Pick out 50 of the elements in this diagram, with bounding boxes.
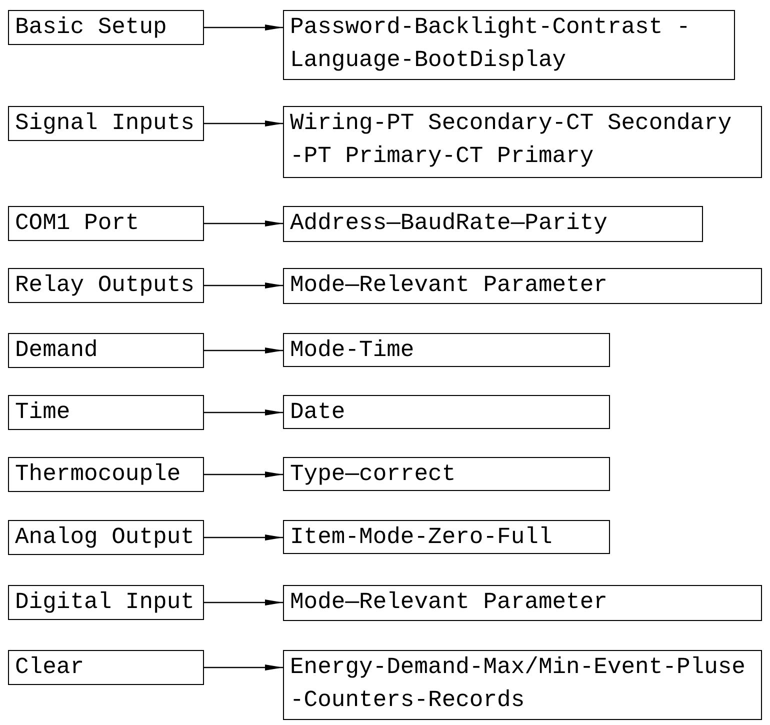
options-box [283,650,762,720]
menu-box [8,395,204,430]
menu-box [8,106,204,141]
menu-box [8,650,204,685]
box-text: Wiring-PT Secondary-CT Secondary -PT Primary-CT Primary [290,109,733,171]
menu-box [8,520,204,555]
box-text: Time [15,398,72,427]
box-text: Mode-Time [290,336,416,365]
box-text: Relay Outputs [15,271,196,300]
options-box [283,106,762,178]
options-box [283,10,735,80]
arrow [204,348,283,354]
options-box [283,520,610,554]
box-text: Energy-Demand-Max/Min-Event-Pluse -Counters-Records [290,653,746,715]
box-text: Digital Input [15,588,196,617]
arrow [204,24,283,30]
box-text: Type—correct [290,460,457,489]
menu-box [8,206,204,241]
box-text: Address—BaudRate—Parity [290,209,608,238]
arrow [204,664,283,670]
options-box [283,268,762,304]
arrow [204,410,283,416]
menu-box [8,585,204,620]
box-text: Item-Mode-Zero-Full [290,523,554,552]
box-text: Mode—Relevant Parameter [290,271,608,300]
options-box [283,333,610,367]
box-text: Analog Output [15,523,196,552]
menu-box [8,457,204,492]
menu-box [8,10,204,45]
arrow [204,220,283,226]
options-box [283,395,610,429]
box-text: Date [290,398,346,427]
box-text: COM1 Port [15,209,140,238]
menu-box [8,268,204,303]
arrow [204,600,283,606]
box-text: Basic Setup [15,13,168,42]
box-text: Password-Backlight-Contrast -Language-BootDisplay [290,13,692,75]
arrow [204,534,283,540]
box-text: Thermocouple [15,460,182,489]
options-box [283,585,762,621]
menu-box [8,333,204,368]
arrow [204,120,283,126]
arrow [204,472,283,478]
options-box [283,206,703,242]
box-text: Mode—Relevant Parameter [290,588,608,617]
options-box [283,457,610,491]
box-text: Demand [15,336,99,365]
box-text: Clear [15,653,86,682]
box-text: Signal Inputs [15,109,196,138]
arrow [204,282,283,288]
